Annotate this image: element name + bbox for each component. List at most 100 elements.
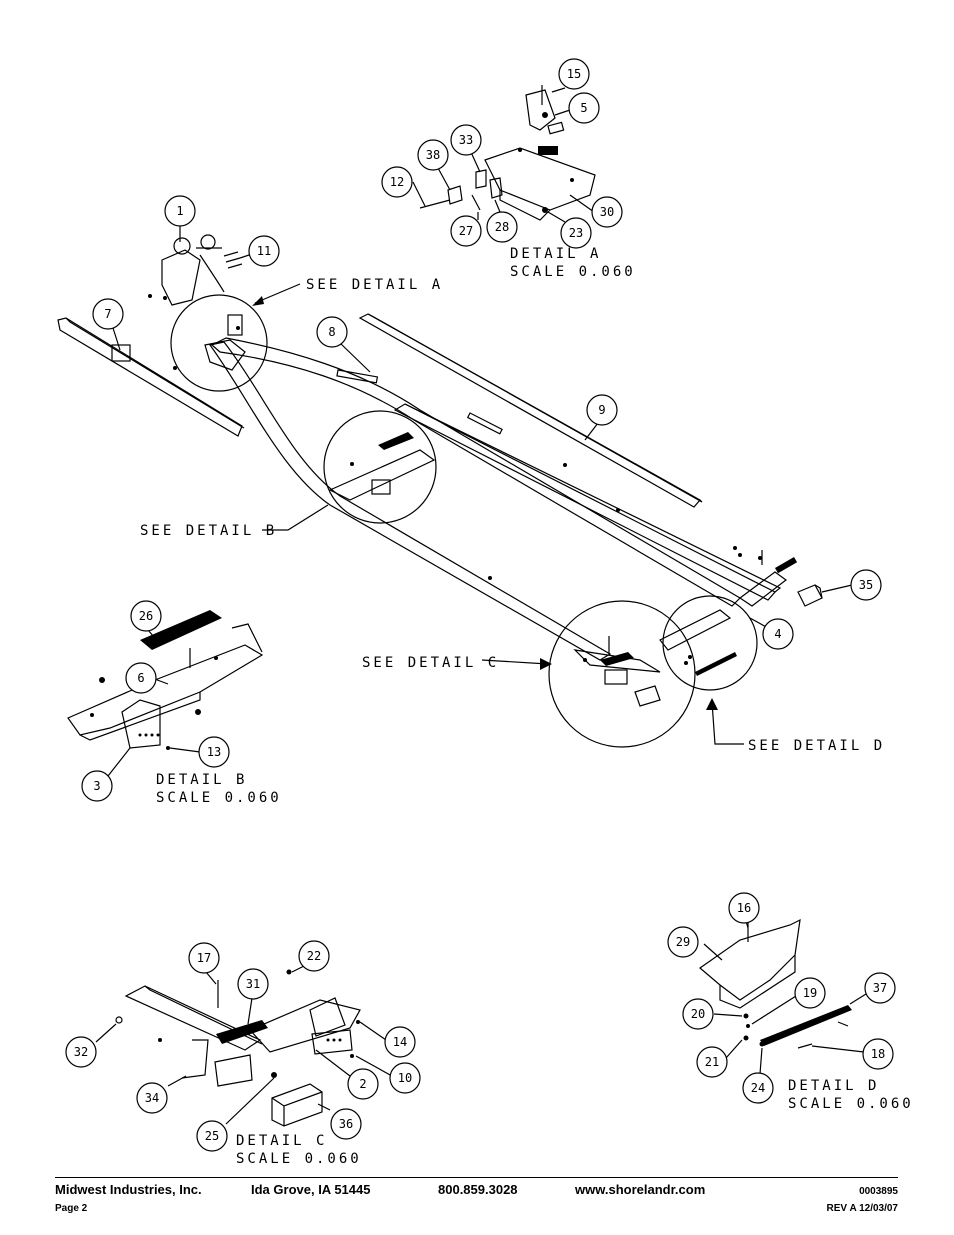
detail-a-scale: SCALE 0.060 <box>510 264 636 280</box>
svg-text:29: 29 <box>676 935 690 949</box>
svg-text:31: 31 <box>246 977 260 991</box>
detail-a-title: DETAIL A <box>510 246 601 262</box>
detail-b-scale: SCALE 0.060 <box>156 790 282 806</box>
callout-38: 38 <box>417 139 449 171</box>
callout-16: 16 <box>728 892 760 924</box>
callout-27: 27 <box>450 215 482 247</box>
detail-d-title: DETAIL D <box>788 1078 879 1094</box>
callout-26: 26 <box>130 600 162 632</box>
detail-c-scale: SCALE 0.060 <box>236 1151 362 1167</box>
svg-text:11: 11 <box>257 244 271 258</box>
callout-2: 2 <box>347 1068 379 1100</box>
callout-7: 7 <box>92 298 124 330</box>
svg-text:23: 23 <box>569 226 583 240</box>
see-detail-b-label: SEE DETAIL B <box>140 523 277 539</box>
svg-text:26: 26 <box>139 609 153 623</box>
svg-text:13: 13 <box>207 745 221 759</box>
callout-30: 30 <box>591 196 623 228</box>
svg-text:1: 1 <box>176 204 183 218</box>
see-detail-d-label: SEE DETAIL D <box>748 738 885 754</box>
callout-19: 19 <box>794 977 826 1009</box>
winch-assembly <box>161 234 243 306</box>
detail-labels: SEE DETAIL A SEE DETAIL B SEE DETAIL C S… <box>140 246 914 1167</box>
svg-text:32: 32 <box>74 1045 88 1059</box>
callout-10: 10 <box>389 1062 421 1094</box>
leader-lines <box>252 283 744 745</box>
callout-18: 18 <box>862 1038 894 1070</box>
svg-text:20: 20 <box>691 1007 705 1021</box>
trailer-frame <box>57 294 823 661</box>
svg-text:35: 35 <box>859 578 873 592</box>
svg-text:38: 38 <box>426 148 440 162</box>
detail-circles <box>170 294 758 748</box>
detail-b-title: DETAIL B <box>156 772 247 788</box>
callout-9: 9 <box>586 394 618 426</box>
callout-32: 32 <box>65 1036 97 1068</box>
svg-text:25: 25 <box>205 1129 219 1143</box>
detail-a-drawing <box>419 85 596 221</box>
svg-text:36: 36 <box>339 1117 353 1131</box>
callout-1: 1 <box>164 195 196 227</box>
svg-text:14: 14 <box>393 1035 407 1049</box>
callout-33: 33 <box>450 124 482 156</box>
svg-text:16: 16 <box>737 901 751 915</box>
footer-city: Ida Grove, IA 51445 <box>251 1182 371 1197</box>
callout-36: 36 <box>330 1108 362 1140</box>
svg-text:12: 12 <box>390 175 404 189</box>
callout-28: 28 <box>486 211 518 243</box>
detail-c-title: DETAIL C <box>236 1133 327 1149</box>
callout-4: 4 <box>762 618 794 650</box>
svg-text:21: 21 <box>705 1055 719 1069</box>
callout-21: 21 <box>696 1046 728 1078</box>
callout-24: 24 <box>742 1072 774 1104</box>
detail-d-scale: SCALE 0.060 <box>788 1096 914 1112</box>
footer-phone: 800.859.3028 <box>438 1182 518 1197</box>
callout-35: 35 <box>850 569 882 601</box>
svg-text:3: 3 <box>93 779 100 793</box>
callout-31: 31 <box>237 968 269 1000</box>
callout-14: 14 <box>384 1026 416 1058</box>
callout-13: 13 <box>198 736 230 768</box>
footer-company: Midwest Industries, Inc. <box>55 1182 202 1197</box>
footer-rule <box>55 1177 898 1178</box>
svg-text:18: 18 <box>871 1047 885 1061</box>
see-detail-c-label: SEE DETAIL C <box>362 655 499 671</box>
footer-doc-number: 0003895 <box>859 1186 898 1197</box>
callout-5: 5 <box>568 92 600 124</box>
callout-17: 17 <box>188 942 220 974</box>
detail-c-drawing <box>115 969 361 1127</box>
footer-website[interactable]: www.shorelandr.com <box>575 1182 706 1197</box>
callout-23: 23 <box>560 217 592 249</box>
detail-d-drawing <box>699 918 852 1049</box>
svg-text:37: 37 <box>873 981 887 995</box>
callout-20: 20 <box>682 998 714 1030</box>
svg-text:2: 2 <box>359 1077 366 1091</box>
svg-text:10: 10 <box>398 1071 412 1085</box>
footer-revision: REV A 12/03/07 <box>826 1203 898 1214</box>
detail-b-drawing <box>67 610 264 750</box>
callout-37: 37 <box>864 972 896 1004</box>
svg-text:4: 4 <box>774 627 781 641</box>
callout-15: 15 <box>558 58 590 90</box>
svg-text:28: 28 <box>495 220 509 234</box>
svg-text:8: 8 <box>328 325 335 339</box>
callout-29: 29 <box>667 926 699 958</box>
svg-text:6: 6 <box>137 671 144 685</box>
svg-text:19: 19 <box>803 986 817 1000</box>
svg-text:34: 34 <box>145 1091 159 1105</box>
svg-text:30: 30 <box>600 205 614 219</box>
svg-text:9: 9 <box>598 403 605 417</box>
callout-11: 11 <box>248 235 280 267</box>
svg-text:33: 33 <box>459 133 473 147</box>
callout-3: 3 <box>81 770 113 802</box>
svg-text:15: 15 <box>567 67 581 81</box>
svg-text:7: 7 <box>104 307 111 321</box>
callout-12: 12 <box>381 166 413 198</box>
svg-text:5: 5 <box>580 101 587 115</box>
see-detail-a-label: SEE DETAIL A <box>306 277 443 293</box>
footer-page: Page 2 <box>55 1203 88 1214</box>
callout-34: 34 <box>136 1082 168 1114</box>
svg-text:27: 27 <box>459 224 473 238</box>
callouts: 1 11 7 8 9 35 4 15 5 33 38 12 27 28 23 3… <box>65 58 896 1152</box>
svg-text:17: 17 <box>197 951 211 965</box>
